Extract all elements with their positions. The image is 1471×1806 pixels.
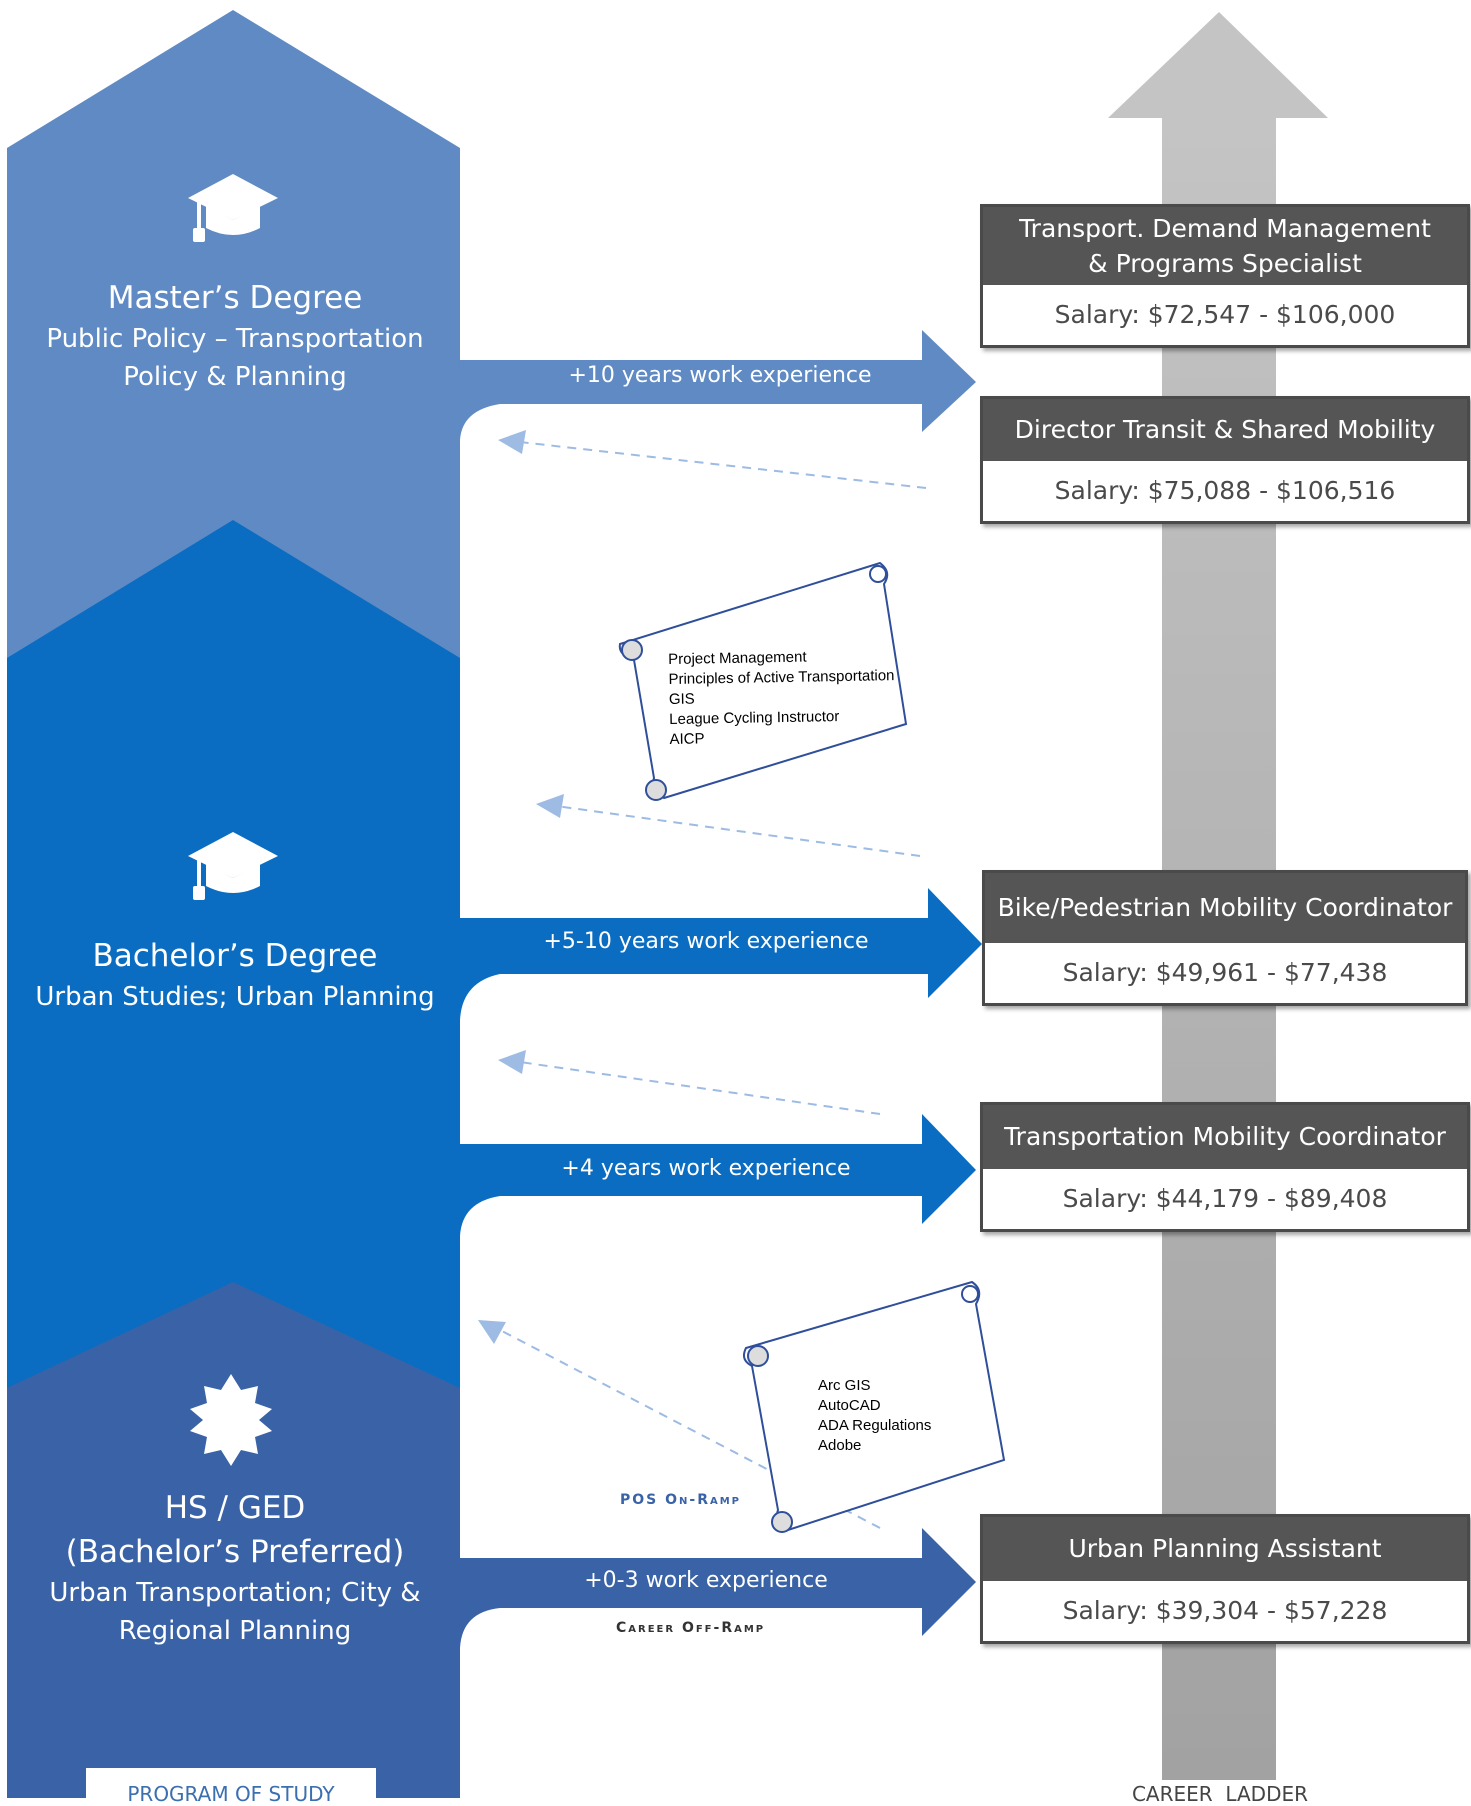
masters-degree-column [7, 10, 460, 700]
hs-ged-subtitle-1: Urban Transportation; City & [49, 1578, 421, 1608]
job-title: Transport. Demand Management & Programs … [983, 207, 1467, 285]
scroll-1-text: Project Management Principles of Active … [668, 648, 895, 748]
scroll-2-text: Arc GIS AutoCAD ADA Regulations Adobe [818, 1377, 932, 1454]
job-title: Director Transit & Shared Mobility [983, 399, 1467, 461]
masters-degree-subtitle-2: Policy & Planning [123, 362, 347, 392]
bachelors-degree-subtitle: Urban Studies; Urban Planning [35, 982, 435, 1012]
hs-ged-subtitle-2: Regional Planning [118, 1616, 352, 1646]
job-box-director-transit: Director Transit & Shared Mobility Salar… [980, 396, 1470, 524]
arrow-label-plus-10-years: +10 years work experience [568, 363, 872, 388]
arrow-plus-5-10-years [458, 888, 982, 1020]
starburst-icon [190, 1374, 272, 1466]
job-box-urban-planning-assistant: Urban Planning Assistant Salary: $39,304… [980, 1514, 1470, 1644]
arrow-label-plus-4-years: +4 years work experience [561, 1156, 851, 1181]
program-of-study-label: PROGRAM OF STUDY [127, 1782, 335, 1806]
arrow-plus-10-years [458, 330, 976, 440]
scroll-skills-2 [743, 1280, 1006, 1533]
graduation-cap-icon [188, 174, 278, 242]
graduation-cap-icon [188, 832, 278, 900]
job-title: Transportation Mobility Coordinator [983, 1105, 1467, 1169]
job-salary: Salary: $44,179 - $89,408 [1062, 1184, 1388, 1213]
job-salary: Salary: $49,961 - $77,438 [1062, 958, 1388, 987]
arrow-plus-4-years [458, 1114, 976, 1236]
bachelors-degree-title: Bachelor’s Degree [92, 938, 378, 974]
arrow-plus-0-3-years [458, 1528, 976, 1648]
job-salary: Salary: $75,088 - $106,516 [1054, 476, 1396, 505]
hs-ged-column [7, 1282, 460, 1798]
arrow-label-plus-5-10-years: +5-10 years work experience [543, 929, 869, 954]
masters-degree-subtitle-1: Public Policy – Transportation [46, 324, 424, 354]
job-box-transportation-coordinator: Transportation Mobility Coordinator Sala… [980, 1102, 1470, 1232]
arrow-label-plus-0-3-years: +0-3 work experience [584, 1568, 828, 1593]
job-salary: Salary: $39,304 - $57,228 [1062, 1596, 1388, 1625]
hs-ged-title: HS / GED [164, 1490, 306, 1526]
bachelors-degree-label: Bachelor’s Degree Urban Studies; Urban P… [10, 934, 460, 1016]
scroll-skills-1 [618, 561, 908, 801]
job-title: Urban Planning Assistant [983, 1517, 1467, 1581]
job-title: Bike/Pedestrian Mobility Coordinator [985, 873, 1465, 943]
job-salary: Salary: $72,547 - $106,000 [1054, 300, 1396, 329]
dashed-arrow-heads [478, 430, 564, 1344]
career-ladder-label: CAREER LADDER [1131, 1782, 1309, 1806]
bachelors-degree-column [7, 520, 460, 1420]
hs-ged-label: HS / GED (Bachelor’s Preferred) Urban Tr… [10, 1486, 460, 1650]
job-box-tdm-specialist: Transport. Demand Management & Programs … [980, 204, 1470, 348]
career-off-ramp-label: Career Off-Ramp [616, 1620, 766, 1636]
pos-on-ramp-label: POS On-Ramp [620, 1492, 741, 1508]
hs-ged-title-2: (Bachelor’s Preferred) [65, 1534, 405, 1570]
program-of-study-label-box [86, 1768, 376, 1806]
job-box-bike-ped-coordinator: Bike/Pedestrian Mobility Coordinator Sal… [982, 870, 1468, 1006]
masters-degree-title: Master’s Degree [107, 280, 363, 316]
masters-degree-label: Master’s Degree Public Policy – Transpor… [10, 276, 460, 396]
